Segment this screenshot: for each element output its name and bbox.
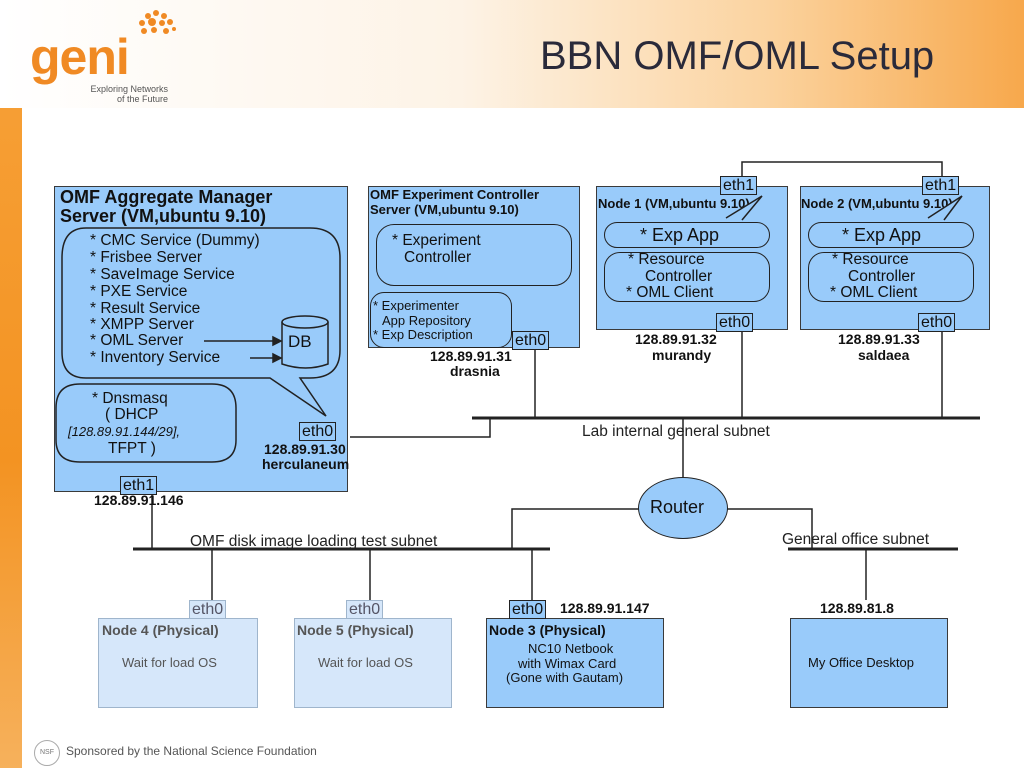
node1-rc-line-3: * OML Client bbox=[626, 284, 714, 301]
node4-eth0[interactable]: eth0 bbox=[189, 600, 227, 619]
slide-title: BBN OMF/OML Setup bbox=[540, 34, 935, 78]
node2-rc-line-1: * Resource bbox=[832, 251, 909, 268]
office-desktop-ip: 128.89.81.8 bbox=[820, 600, 894, 616]
node3-ip: 128.89.91.147 bbox=[560, 600, 650, 616]
repo-line-3: * Exp Description bbox=[373, 327, 473, 342]
node3-box bbox=[486, 618, 664, 708]
node4-title: Node 4 (Physical) bbox=[102, 622, 219, 638]
node-eth1-link bbox=[741, 161, 943, 186]
aggregate-manager-title-1: OMF Aggregate Manager bbox=[60, 187, 273, 207]
office-subnet-label: General office subnet bbox=[782, 531, 930, 548]
node2-exp-app-bubble bbox=[808, 222, 974, 248]
experiment-controller-line-1: * Experiment bbox=[392, 232, 481, 249]
service-item: * OML Server bbox=[90, 332, 184, 349]
service-item: * Inventory Service bbox=[90, 349, 221, 366]
herculaneum-ip-eth1: 128.89.91.146 bbox=[94, 492, 184, 508]
node1-exp-app-bubble bbox=[604, 222, 770, 248]
service-item: * Frisbee Server bbox=[90, 249, 202, 266]
experiment-controller-bubble bbox=[376, 224, 572, 286]
geni-logo bbox=[30, 8, 190, 108]
murandy-eth0[interactable]: eth0 bbox=[716, 313, 754, 332]
aggregate-manager-title-2: Server (VM,ubuntu 9.10) bbox=[60, 206, 267, 226]
herculaneum-lab-link bbox=[350, 418, 491, 438]
murandy-hostname: murandy bbox=[652, 347, 712, 363]
service-item: * Result Service bbox=[90, 300, 201, 317]
node5-title: Node 5 (Physical) bbox=[297, 622, 414, 638]
footer-text: Sponsored by the National Science Founda… bbox=[66, 744, 317, 758]
router-label: Router bbox=[650, 497, 705, 517]
herculaneum-ip-eth0: 128.89.91.30 bbox=[264, 441, 346, 457]
dnsmasq-line-3: [128.89.91.144/29], bbox=[68, 424, 181, 439]
lab-subnet-label: Lab internal general subnet bbox=[582, 423, 770, 440]
router-disk-link bbox=[511, 508, 640, 549]
node3-desc-3: (Gone with Gautam) bbox=[506, 670, 624, 685]
nsf-logo-icon: NSF bbox=[34, 740, 60, 766]
experiment-controller-title-1: OMF Experiment Controller bbox=[370, 187, 540, 202]
saldaea-eth0[interactable]: eth0 bbox=[918, 313, 956, 332]
logo-dots-icon bbox=[139, 10, 176, 34]
node5-eth0[interactable]: eth0 bbox=[346, 600, 384, 619]
node4-status: Wait for load OS bbox=[122, 655, 217, 670]
drasnia-eth0[interactable]: eth0 bbox=[512, 331, 550, 350]
node3-desc-1: NC10 Netbook bbox=[528, 641, 614, 656]
dnsmasq-bubble bbox=[55, 383, 237, 463]
router-office-link bbox=[726, 508, 813, 549]
service-item: * PXE Service bbox=[90, 283, 188, 300]
node2-rc-line-2: Controller bbox=[848, 268, 916, 285]
herculaneum-eth1[interactable]: eth1 bbox=[120, 476, 158, 495]
db-icon bbox=[281, 315, 329, 369]
service-item: * SaveImage Service bbox=[90, 266, 235, 283]
left-accent-bar bbox=[0, 0, 22, 768]
logo-tagline: Exploring Networks of the Future bbox=[88, 84, 168, 104]
repo-line-2: App Repository bbox=[382, 313, 471, 328]
saldaea-ip: 128.89.91.33 bbox=[838, 331, 920, 347]
herculaneum-eth0[interactable]: eth0 bbox=[299, 422, 337, 441]
office-desktop-title: My Office Desktop bbox=[808, 655, 914, 670]
services-bubble bbox=[61, 227, 341, 417]
node5-status: Wait for load OS bbox=[318, 655, 413, 670]
node1-rc-line-1: * Resource bbox=[628, 251, 705, 268]
herculaneum-hostname: herculaneum bbox=[262, 456, 350, 472]
logo-tagline-line-2: of the Future bbox=[116, 94, 168, 104]
murandy-eth1[interactable]: eth1 bbox=[720, 176, 758, 195]
node3-desc-2: with Wimax Card bbox=[518, 656, 617, 671]
service-item: * XMPP Server bbox=[90, 316, 194, 333]
murandy-ip: 128.89.91.32 bbox=[635, 331, 717, 347]
node1-resource-controller-bubble bbox=[604, 252, 770, 302]
node1-title: Node 1 (VM,ubuntu 9.10) bbox=[598, 196, 750, 211]
disk-subnet-label: OMF disk image loading test subnet bbox=[190, 533, 438, 550]
node2-resource-controller-bubble bbox=[808, 252, 974, 302]
router-node[interactable] bbox=[638, 477, 728, 539]
drasnia-ip: 128.89.91.31 bbox=[430, 348, 512, 364]
node2-title: Node 2 (VM,ubuntu 9.10) bbox=[801, 196, 953, 211]
repo-line-1: * Experimenter bbox=[373, 298, 459, 313]
node1-exp-app: * Exp App bbox=[640, 225, 720, 245]
slide-header bbox=[0, 0, 1024, 108]
saldaea-eth1[interactable]: eth1 bbox=[922, 176, 960, 195]
node2-rc-line-3: * OML Client bbox=[830, 284, 918, 301]
office-desktop-box bbox=[790, 618, 948, 708]
saldaea-hostname: saldaea bbox=[858, 347, 910, 363]
app-repository-bubble bbox=[370, 292, 512, 348]
service-item: * CMC Service (Dummy) bbox=[90, 232, 260, 249]
node3-eth0[interactable]: eth0 bbox=[509, 600, 547, 619]
node2-exp-app: * Exp App bbox=[842, 225, 922, 245]
node1-rc-line-2: Controller bbox=[645, 268, 713, 285]
drasnia-hostname: drasnia bbox=[450, 363, 500, 379]
experiment-controller-line-2: Controller bbox=[404, 249, 472, 266]
dnsmasq-line-2: ( DHCP bbox=[105, 406, 159, 423]
dnsmasq-line-4: TFPT ) bbox=[108, 440, 156, 457]
db-label: DB bbox=[288, 332, 312, 351]
experiment-controller-title-2: Server (VM,ubuntu 9.10) bbox=[370, 202, 519, 217]
dnsmasq-line-1: * Dnsmasq bbox=[92, 390, 168, 407]
node3-title: Node 3 (Physical) bbox=[489, 622, 606, 638]
logo-word: geni bbox=[30, 29, 130, 85]
logo-tagline-line-1: Exploring Networks bbox=[90, 84, 168, 94]
node4-box bbox=[98, 618, 258, 708]
